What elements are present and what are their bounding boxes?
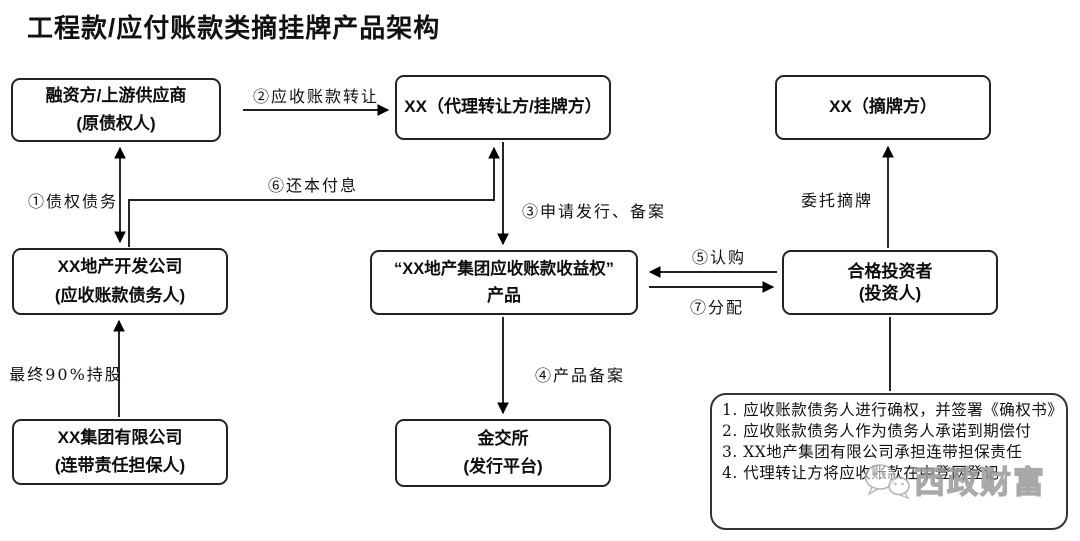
node-exchange-line2: (发行平台) <box>463 457 543 476</box>
edge-label-3: ③申请发行、备案 <box>521 202 667 221</box>
node-agent-line1: XX（代理转让方/挂牌方） <box>404 97 602 117</box>
node-financier: 融资方/上游供应商 (原债权人) <box>11 78 221 142</box>
node-delister-line1: XX（摘牌方） <box>829 97 937 117</box>
node-developer-line1: XX地产开发公司 <box>57 257 183 277</box>
node-delister: XX（摘牌方） <box>775 75 991 140</box>
node-product-line1: “XX地产集团应收账款收益权” <box>393 259 614 278</box>
node-investor-line2: (投资人) <box>858 283 922 303</box>
edge-label-1: ①债权债务 <box>27 192 119 211</box>
note-item-3: 3. XX地产集团有限公司承担连带担保责任 <box>722 443 1023 462</box>
node-developer-line2: (应收账款债务人) <box>54 285 186 305</box>
node-financier-line1: 融资方/上游供应商 <box>45 85 187 105</box>
note-item-1: 1. 应收账款债务人进行确权，并签署《确权书》 <box>722 401 1064 419</box>
node-group-line1: XX集团有限公司 <box>57 427 183 447</box>
node-group-line2: (连带责任担保人) <box>54 456 186 475</box>
note-box: 1. 应收账款债务人进行确权，并签署《确权书》 2. 应收账款债务人作为债务人承… <box>710 393 1068 530</box>
note-item-4: 4. 代理转让方将应收账款在中登网登记 <box>722 464 1000 483</box>
node-financier-line2: (原债权人) <box>76 114 156 133</box>
edge-6-repayment-arrow <box>128 146 500 247</box>
edge-label-6: ⑥还本付息 <box>267 176 359 195</box>
node-product-line2: 产品 <box>487 286 521 306</box>
page-title: 工程款/应付账款类摘挂牌产品架构 <box>27 13 441 43</box>
node-agent: XX（代理转让方/挂牌方） <box>395 75 611 140</box>
node-product: “XX地产集团应收账款收益权” 产品 <box>370 250 638 315</box>
node-investor: 合格投资者 (投资人) <box>782 250 998 315</box>
edge-label-entrust: 委托摘牌 <box>800 191 874 210</box>
node-exchange-line1: 金交所 <box>477 428 529 448</box>
edge-label-2: ②应收账款转让 <box>252 87 380 106</box>
edge-label-7: ⑦分配 <box>689 298 745 317</box>
node-developer: XX地产开发公司 (应收账款债务人) <box>12 248 228 315</box>
node-exchange: 金交所 (发行平台) <box>395 419 611 487</box>
edge-label-4: ④产品备案 <box>534 366 626 385</box>
edge-label-5: ⑤认购 <box>691 248 747 267</box>
node-group: XX集团有限公司 (连带责任担保人) <box>12 419 228 485</box>
note-item-2: 2. 应收账款债务人作为债务人承诺到期偿付 <box>722 422 1032 441</box>
node-investor-line1: 合格投资者 <box>847 262 933 282</box>
edge-label-holding: 最终90%持股 <box>9 365 123 384</box>
